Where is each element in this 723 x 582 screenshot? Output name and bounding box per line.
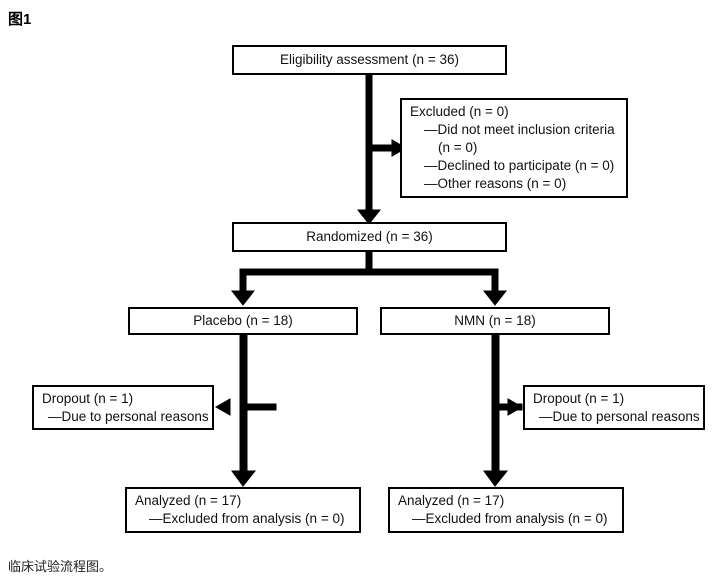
node-randomized: Randomized (n = 36) (232, 222, 507, 252)
analyzed-right-line-2: —Excluded from analysis (n = 0) (412, 511, 608, 526)
eligibility-line-1: Eligibility assessment (n = 36) (280, 52, 459, 68)
analyzed-left-line-1: Analyzed (n = 17) (135, 493, 242, 509)
dropout-left-line-2: —Due to personal reasons (48, 408, 209, 424)
analyzed-left-line-2: —Excluded from analysis (n = 0) (149, 511, 345, 526)
excluded-line-2: —Did not meet inclusion criteria (424, 122, 615, 138)
dropout-left-line-1: Dropout (n = 1) (42, 390, 134, 406)
node-analyzed-placebo: Analyzed (n = 17) —Excluded from analysi… (125, 487, 361, 533)
dropout-right-line-1: Dropout (n = 1) (533, 390, 625, 406)
excluded-line-3: (n = 0) (438, 140, 478, 156)
node-excluded: Excluded (n = 0) —Did not meet inclusion… (400, 98, 628, 198)
figure-caption: 临床试验流程图。 (8, 559, 113, 574)
excluded-line-1: Excluded (n = 0) (410, 104, 509, 120)
nmn-line-1: NMN (n = 18) (454, 313, 536, 329)
node-nmn-arm: NMN (n = 18) (380, 307, 610, 335)
analyzed-right-line-1: Analyzed (n = 17) (398, 493, 505, 509)
excluded-line-4: —Declined to participate (n = 0) (424, 157, 615, 173)
node-analyzed-nmn: Analyzed (n = 17) —Excluded from analysi… (388, 487, 624, 533)
node-placebo-arm: Placebo (n = 18) (128, 307, 358, 335)
randomized-line-1: Randomized (n = 36) (306, 229, 433, 245)
dropout-right-line-2: —Due to personal reasons (539, 408, 700, 424)
node-dropout-placebo: Dropout (n = 1) —Due to personal reasons (32, 385, 214, 430)
figure-label: 图1 (8, 11, 32, 28)
node-dropout-nmn: Dropout (n = 1) —Due to personal reasons (523, 385, 705, 430)
placebo-line-1: Placebo (n = 18) (193, 313, 293, 329)
node-eligibility-assessment: Eligibility assessment (n = 36) (232, 45, 507, 75)
excluded-line-5: —Other reasons (n = 0) (424, 175, 567, 191)
